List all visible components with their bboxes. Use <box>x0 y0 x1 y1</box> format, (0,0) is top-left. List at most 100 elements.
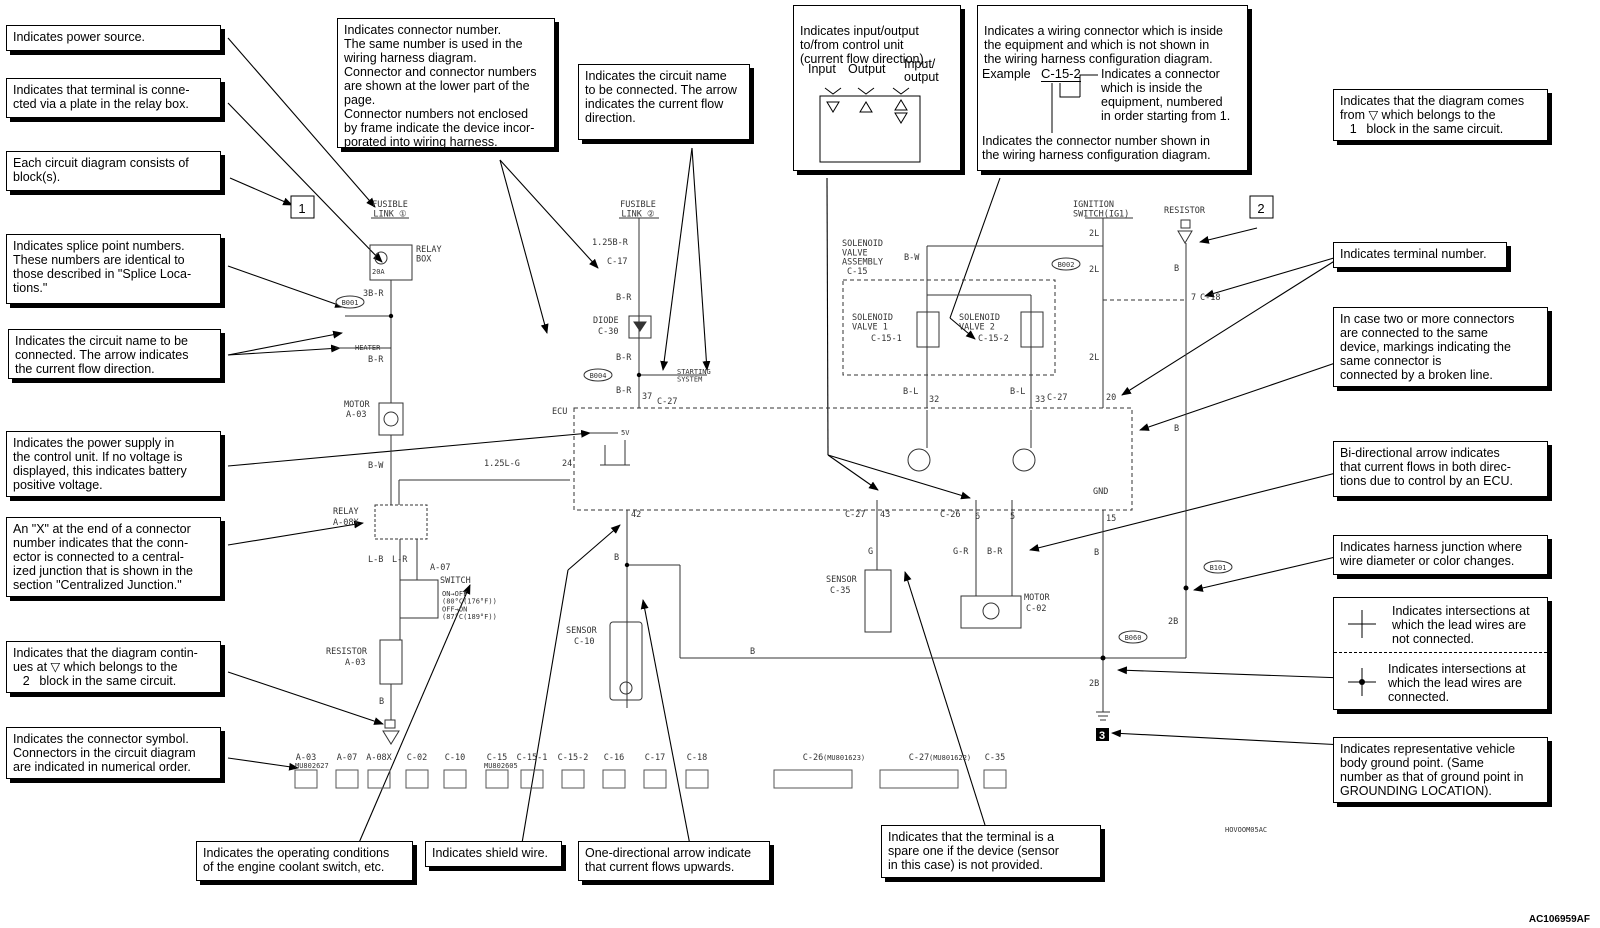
connector-symbol-box <box>602 769 626 789</box>
connector-symbol-label: C-27 <box>909 753 929 763</box>
connector-symbol-label: C-16 <box>604 753 624 763</box>
callout-junction: Indicates harness junction where wire di… <box>1333 535 1548 575</box>
connector-symbol-box <box>983 769 1007 789</box>
connector-symbol-box <box>643 769 667 789</box>
motor-1-conn: A-03 <box>346 410 366 420</box>
callout-circuit-name-top: Indicates the circuit name to be connect… <box>578 64 750 140</box>
connected-text: Indicates intersections at which the lea… <box>1388 662 1526 704</box>
wire-bl-1-label: B-L <box>903 387 918 397</box>
inside-connector-text: Indicates a wiring connector which is in… <box>984 24 1224 66</box>
leader-lines <box>227 37 1345 856</box>
connector-symbol-box <box>443 769 467 789</box>
connector-symbol-label: A-03 <box>296 753 316 763</box>
connector-part-numbers: MU802627 MU802605 (MU801623) (MU801622) <box>295 754 971 770</box>
switch-conditions: ON→OFF(80°C(176°F))OFF→ON(87°C(189°F)) <box>442 590 497 621</box>
pin-37: 37 <box>642 392 652 402</box>
a03-part-number: MU802627 <box>295 762 329 770</box>
pin-7: 7 <box>1191 293 1196 303</box>
connector-symbol-box <box>335 769 359 789</box>
wire-2b-2-label: 2B <box>1168 617 1178 627</box>
splice-b002: B002 <box>1058 261 1075 269</box>
splice-b060: B060 <box>1125 634 1142 642</box>
connector-c17-label: C-17 <box>607 257 627 267</box>
connector-symbol-label: C-02 <box>407 753 427 763</box>
connector-symbol-box <box>294 769 318 789</box>
connector-symbol-label: C-35 <box>985 753 1005 763</box>
wire-b-5-label: B <box>1174 264 1179 274</box>
wire-2b-1-label: 2B <box>1089 679 1099 689</box>
pin-15: 15 <box>1106 514 1116 524</box>
wire-125br-label: 1.25B-R <box>592 238 629 248</box>
intersection-divider <box>1334 652 1547 653</box>
callout-power-supply: Indicates the power supply in the contro… <box>6 431 221 497</box>
pin-33: 33 <box>1035 395 1045 405</box>
callout-comes-from: Indicates that the diagram comes from ▽ … <box>1333 89 1548 141</box>
splice-ovals: B001 B002 B004 B101 B060 <box>335 257 1233 644</box>
callout-shield: Indicates shield wire. <box>425 841 562 867</box>
sensor-2-label: SENSOR <box>826 575 858 585</box>
connector-symbol-box <box>485 769 509 789</box>
callout-blocks: Each circuit diagram consists of block(s… <box>6 151 221 191</box>
pin-42: 42 <box>631 510 641 520</box>
connector-symbol-label: C-15 <box>487 753 507 763</box>
example-label: Example <box>982 67 1031 81</box>
wire-bw-2-label: B-W <box>904 253 920 263</box>
callout-power-source: Indicates power source. <box>6 25 221 51</box>
io-legend-symbols <box>819 87 921 163</box>
pin-32: 32 <box>929 395 939 405</box>
sol-1-conn: C-15-1 <box>871 334 902 344</box>
io-input-label: Input <box>808 62 836 76</box>
pin-6: 6 <box>975 512 980 522</box>
sensor-1-label: SENSOR <box>566 626 598 636</box>
wire-br-4-label: B-R <box>616 386 632 396</box>
connector-c27-label: C-27 <box>657 397 677 407</box>
connector-c27-right: C-27 <box>1047 393 1067 403</box>
example-legend: Example C-15-2 Indicates a connector whi… <box>982 63 1244 163</box>
wire-lb-label: L-B <box>368 555 383 565</box>
wire-b-3-label: B <box>750 647 755 657</box>
callout-operating: Indicates the operating conditions of th… <box>196 841 413 881</box>
connector-symbol-box <box>561 769 585 789</box>
motor-1-label: MOTOR <box>344 400 370 410</box>
pin-24: 24 <box>562 459 572 469</box>
wire-gr-label: G-R <box>953 547 969 557</box>
block-2-number: 2 <box>1257 201 1264 216</box>
ecu-label: ECU <box>552 407 567 417</box>
resistor-2-label: RESISTOR <box>1164 206 1206 216</box>
example-brackets <box>1051 74 1098 133</box>
wire-3br-label: 3B-R <box>363 289 384 299</box>
wire-g-label: G <box>868 547 873 557</box>
figure-id: AC106959AF <box>1529 914 1590 925</box>
wire-br-3-label: B-R <box>616 353 632 363</box>
heater-label: HEATER <box>355 344 381 352</box>
connector-symbol-label: C-15-1 <box>517 753 548 763</box>
splice-b101: B101 <box>1210 564 1227 572</box>
wire-br-2-label: B-R <box>616 293 632 303</box>
connector-symbol-label: C-10 <box>445 753 465 763</box>
io-output-label: Output <box>848 62 886 76</box>
wire-2l-1-label: 2L <box>1089 229 1099 239</box>
callout-one-direction: One-directional arrow indicate that curr… <box>578 841 770 881</box>
not-connected-text: Indicates intersections at which the lea… <box>1392 604 1530 646</box>
resistor-1-conn: A-03 <box>345 658 365 668</box>
wire-2l-2-label: 2L <box>1089 265 1099 275</box>
example-bottom: Indicates the connector number shown in … <box>982 134 1211 162</box>
wire-2l-3-label: 2L <box>1089 353 1099 363</box>
callout-x-connector: An "X" at the end of a connector number … <box>6 517 221 597</box>
diode-conn: C-30 <box>598 327 618 337</box>
pin-43: 43 <box>880 510 890 520</box>
connector-symbol-box <box>879 769 959 789</box>
callout-bidirectional: Bi-directional arrow indicates that curr… <box>1333 441 1548 497</box>
sensor-1-conn: C-10 <box>574 637 594 647</box>
io-control-text: Indicates input/output to/from control u… <box>800 24 928 66</box>
wire-b-1-label: B <box>379 697 384 707</box>
c26-part-number: (MU801623) <box>823 754 865 762</box>
drawing-code: HOVOOM05AC <box>1225 826 1267 834</box>
